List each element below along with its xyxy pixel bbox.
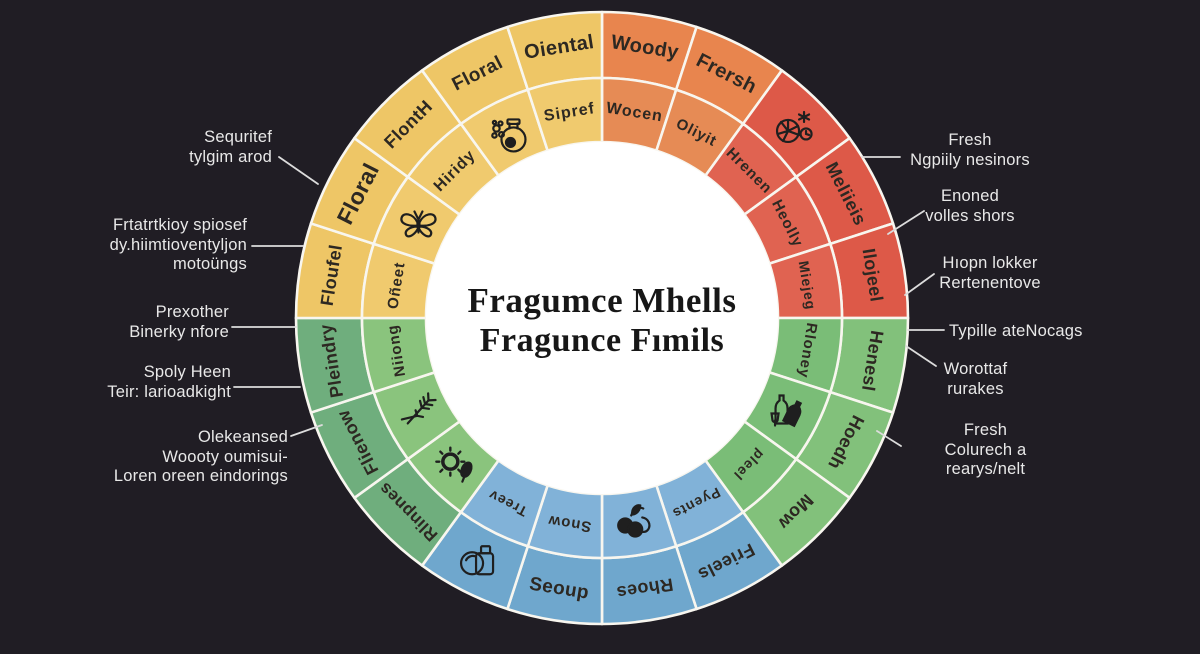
callout-text: Spoly Heen [143,363,231,381]
callout-left-3: Prexother Binerky nfore [129,303,229,342]
callout-left-2: Frtatrtkioy spiosef dy.hiimtioventyljon … [110,216,247,275]
callout-right-3: Hıopn lokker Rertenentove [935,254,1045,293]
callout-text: Olekeansed [197,428,288,446]
callout-text: Loren oreen eindorings [113,467,288,485]
callout-text: Frtatrtkioy spiosef [112,216,247,234]
callout-text: Colurech a rearys/nelt [944,440,1027,479]
wheel-center-title: Fragumce Mhells Fragunce Fımils [468,281,737,361]
callout-right-1: Fresh Ngpiily nesinors [905,131,1035,170]
callout-text: Teir: larioadkight [107,382,231,401]
callout-left-1: Sequritef tylgim arod [189,128,272,167]
leader-line [278,156,319,185]
callout-text: Fresh [948,131,992,149]
wheel-label-Miejeg: Miejeg [796,260,820,311]
callout-text: volles shors [925,206,1015,225]
sun-leaf-icon [435,446,473,483]
callout-text: dy.hiimtioventyljon [109,235,247,254]
callout-text: Worottaf [943,360,1008,378]
callout-text: Woooty oumisui- [162,447,288,466]
callout-text: Typille ateNocags [949,322,1083,340]
callout-text: Ngpiily nesinors [910,150,1030,169]
champagne-bottles-icon [770,394,803,428]
callout-right-4: Typille ateNocags [949,322,1083,342]
leader-line [904,273,935,296]
leader-line [290,424,323,437]
title-line-1: Fragumce Mhells [467,281,737,320]
callout-text: Hıopn lokker [942,254,1038,272]
leader-line [905,345,937,367]
wheat-icon [400,392,437,425]
perfume-flask-icon [491,118,527,153]
callout-left-5: Olekeansed Woooty oumisui- Loren oreen e… [114,428,288,487]
leader-line [887,210,925,235]
callout-right-6: Fresh Colurech a rearys/nelt [903,421,1068,480]
callout-text: Rertenentove [939,273,1041,292]
callout-right-2: Enoned volles shors [920,187,1020,226]
callout-text: Prexother [155,303,229,321]
title-line-2: Fragunce Fımils [479,322,725,359]
citrus-winter-icon [775,110,813,144]
callout-text: tylgim arod [189,147,272,166]
wheel-label-Snow: Snow [546,512,592,536]
callout-text: rurakes [947,379,1004,398]
callout-text: Fresh [963,421,1008,439]
butterfly-icon [400,210,437,238]
callout-text: motoüngs [172,255,247,273]
wheel-center-circle [426,142,778,494]
callout-text: Sequritef [204,128,272,146]
leader-line [876,430,902,447]
callout-text: Binerky nfore [129,322,229,341]
fruit-olives-icon [617,504,651,538]
callout-text: Enoned [940,187,1000,205]
callout-left-4: Spoly Heen Teir: larioadkight [107,363,231,402]
perfume-bottle-icon [459,545,495,576]
callout-right-5: Worottaf rurakes [938,360,1013,399]
